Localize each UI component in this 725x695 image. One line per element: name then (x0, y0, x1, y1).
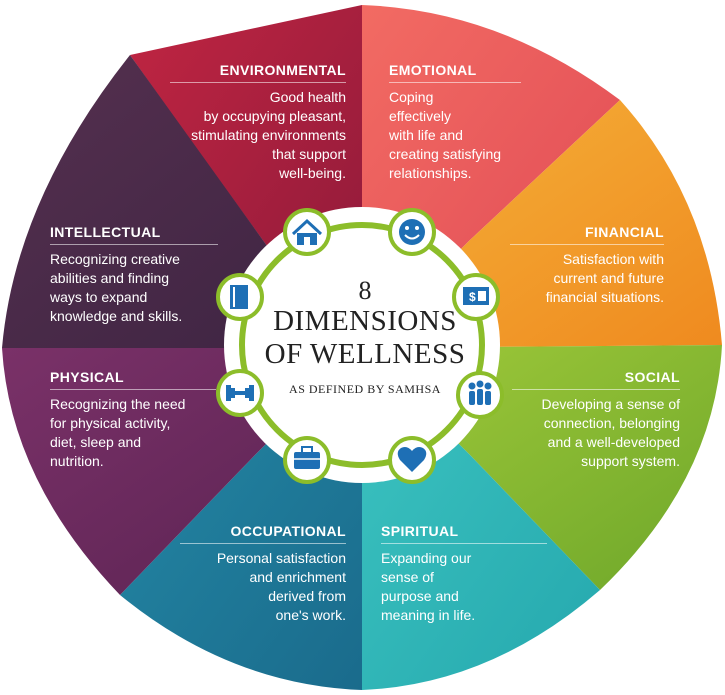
center-title-line1: DIMENSIONS (273, 305, 457, 337)
social-block: SOCIAL Developing a sense of connection,… (512, 368, 680, 471)
hub-ring (239, 222, 485, 468)
heart-icon (397, 447, 427, 472)
financial-desc: Satisfaction with current and future fin… (545, 251, 664, 305)
heart-badge (388, 436, 436, 484)
smiley-badge (388, 208, 436, 256)
book-badge (216, 273, 264, 321)
briefcase-icon (294, 446, 320, 469)
hub-inner (250, 233, 474, 457)
occupational-block: OCCUPATIONAL Personal satisfaction and e… (180, 522, 346, 625)
people-icon (468, 380, 492, 405)
people-badge (456, 371, 504, 419)
briefcase-badge (283, 436, 331, 484)
intellectual-block: INTELLECTUAL Recognizing creative abilit… (50, 223, 218, 326)
book-icon (230, 285, 248, 309)
environmental-desc: Good health by occupying pleasant, stimu… (191, 89, 346, 181)
money-badge: $ (452, 273, 500, 321)
center-number: 8 (358, 276, 372, 305)
social-title: SOCIAL (512, 368, 680, 390)
money-icon: $ (463, 287, 489, 305)
emotional-title: EMOTIONAL (389, 61, 521, 83)
dumbbell-badge (216, 369, 264, 417)
center-title-line2: OF WELLNESS (264, 338, 466, 370)
occupational-title: OCCUPATIONAL (180, 522, 346, 544)
environmental-title: ENVIRONMENTAL (170, 61, 346, 83)
spiritual-block: SPIRITUAL Expanding our sense of purpose… (381, 522, 547, 625)
house-icon (291, 218, 323, 245)
intellectual-desc: Recognizing creative abilities and findi… (50, 251, 183, 324)
physical-block: PHYSICAL Recognizing the need for physic… (50, 368, 216, 471)
social-desc: Developing a sense of connection, belong… (541, 396, 680, 469)
house-badge (283, 208, 331, 256)
emotional-desc: Coping effectively with life and creatin… (389, 89, 502, 181)
intellectual-title: INTELLECTUAL (50, 223, 218, 245)
dumbbell-icon (226, 385, 254, 401)
physical-title: PHYSICAL (50, 368, 216, 390)
emotional-block: EMOTIONAL Coping effectively with life a… (389, 61, 521, 183)
svg-text:$: $ (469, 290, 476, 304)
physical-desc: Recognizing the need for physical activi… (50, 396, 186, 469)
center-subtitle: AS DEFINED BY SAMHSA (289, 382, 441, 396)
financial-block: FINANCIAL Satisfaction with current and … (510, 223, 664, 307)
occupational-desc: Personal satisfaction and enrichment der… (216, 550, 346, 623)
spiritual-title: SPIRITUAL (381, 522, 547, 544)
spiritual-desc: Expanding our sense of purpose and meani… (381, 550, 476, 623)
smiley-icon (399, 219, 425, 245)
environmental-block: ENVIRONMENTAL Good health by occupying p… (170, 61, 346, 183)
financial-title: FINANCIAL (510, 223, 664, 245)
